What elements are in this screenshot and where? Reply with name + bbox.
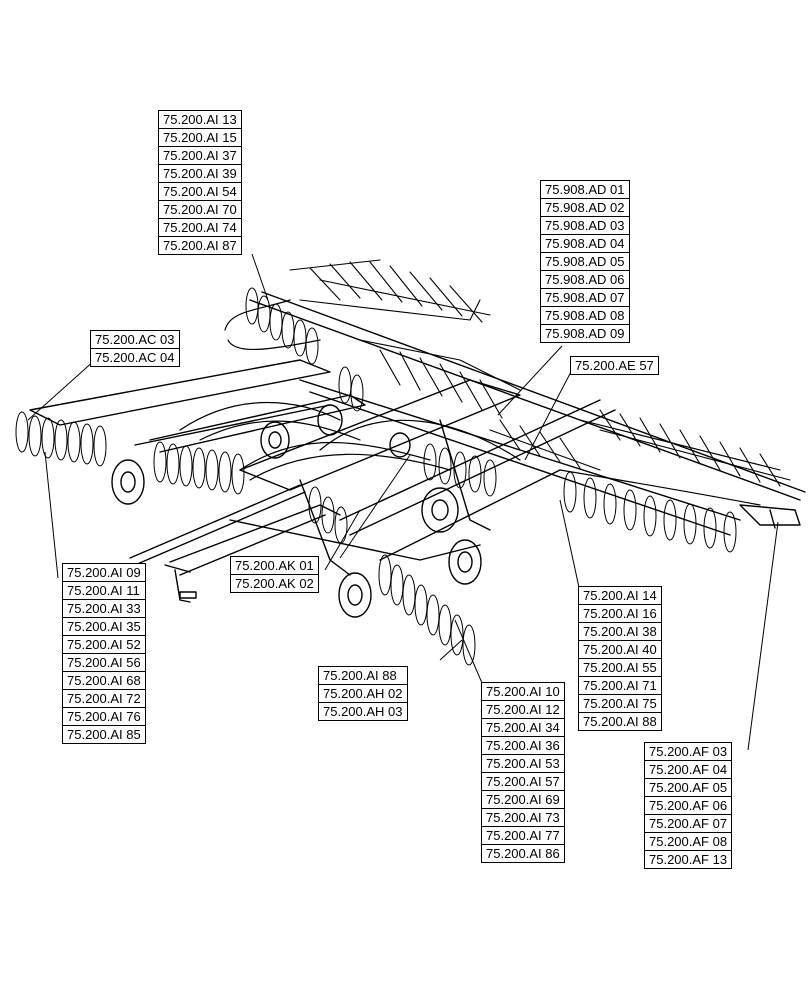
part-reference-label[interactable]: 75.200.AF 06 xyxy=(645,796,732,814)
part-reference-label[interactable]: 75.200.AI 72 xyxy=(63,689,145,707)
rear-harrow-sections xyxy=(289,259,791,487)
part-reference-label[interactable]: 75.908.AD 09 xyxy=(541,324,629,342)
part-reference-label[interactable]: 75.200.AI 39 xyxy=(159,164,241,182)
part-reference-label[interactable]: 75.200.AI 68 xyxy=(63,671,145,689)
upper-disc-gang xyxy=(245,287,364,412)
part-reference-label[interactable]: 75.908.AD 02 xyxy=(541,198,629,216)
part-reference-label[interactable]: 75.908.AD 08 xyxy=(541,306,629,324)
part-reference-label[interactable]: 75.200.AI 09 xyxy=(67,565,141,580)
part-reference-label[interactable]: 75.200.AI 73 xyxy=(482,808,564,826)
callout-af: 75.200.AF 03 75.200.AF 04 75.200.AF 05 7… xyxy=(644,742,733,869)
callout-ae: 75.200.AE 57 xyxy=(570,356,659,375)
hitch-tongue xyxy=(129,484,341,603)
left-disc-gang xyxy=(15,411,245,495)
part-reference-label[interactable]: 75.200.AI 53 xyxy=(482,754,564,772)
part-reference-label[interactable]: 75.200.AI 69 xyxy=(482,790,564,808)
part-reference-label[interactable]: 75.200.AF 08 xyxy=(645,832,732,850)
callout-ad: 75.908.AD 01 75.908.AD 02 75.908.AD 03 7… xyxy=(540,180,630,343)
part-reference-label[interactable]: 75.200.AI 54 xyxy=(159,182,241,200)
part-reference-label[interactable]: 75.200.AI 15 xyxy=(159,128,241,146)
front-disc-gang xyxy=(378,554,476,666)
part-reference-label[interactable]: 75.200.AK 01 xyxy=(235,558,314,573)
part-reference-label[interactable]: 75.200.AF 04 xyxy=(645,760,732,778)
callout-ah: 75.200.AI 88 75.200.AH 02 75.200.AH 03 xyxy=(318,666,408,721)
part-reference-label[interactable]: 75.200.AF 13 xyxy=(645,850,732,868)
part-reference-label[interactable]: 75.200.AI 34 xyxy=(482,718,564,736)
part-reference-label[interactable]: 75.200.AC 04 xyxy=(91,348,179,366)
part-reference-label[interactable]: 75.200.AI 88 xyxy=(323,668,397,683)
part-reference-label[interactable]: 75.200.AI 87 xyxy=(159,236,241,254)
part-reference-label[interactable]: 75.200.AI 36 xyxy=(482,736,564,754)
part-reference-label[interactable]: 75.200.AI 75 xyxy=(579,694,661,712)
part-reference-label[interactable]: 75.200.AI 40 xyxy=(579,640,661,658)
callout-ai-left: 75.200.AI 09 75.200.AI 11 75.200.AI 33 7… xyxy=(62,563,146,744)
center-disc-gang xyxy=(308,443,497,544)
part-reference-label[interactable]: 75.200.AI 56 xyxy=(63,653,145,671)
part-reference-label[interactable]: 75.200.AI 37 xyxy=(159,146,241,164)
part-reference-label[interactable]: 75.200.AI 71 xyxy=(579,676,661,694)
right-disc-gang xyxy=(563,471,737,553)
part-reference-label[interactable]: 75.200.AC 03 xyxy=(95,332,175,347)
leader-lines xyxy=(27,253,779,751)
part-reference-label[interactable]: 75.200.AI 14 xyxy=(583,588,657,603)
part-reference-label[interactable]: 75.200.AI 13 xyxy=(163,112,237,127)
part-reference-label[interactable]: 75.908.AD 05 xyxy=(541,252,629,270)
part-reference-label[interactable]: 75.908.AD 06 xyxy=(541,270,629,288)
part-reference-label[interactable]: 75.200.AH 02 xyxy=(319,684,407,702)
right-end-leveler xyxy=(739,504,801,529)
part-reference-label[interactable]: 75.908.AD 04 xyxy=(541,234,629,252)
part-reference-label[interactable]: 75.200.AI 76 xyxy=(63,707,145,725)
part-reference-label[interactable]: 75.200.AI 16 xyxy=(579,604,661,622)
part-reference-label[interactable]: 75.200.AI 88 xyxy=(579,712,661,730)
part-reference-label[interactable]: 75.200.AI 55 xyxy=(579,658,661,676)
part-reference-label[interactable]: 75.200.AI 10 xyxy=(486,684,560,699)
part-reference-label[interactable]: 75.200.AI 12 xyxy=(482,700,564,718)
callout-ai-bottom: 75.200.AI 10 75.200.AI 12 75.200.AI 34 7… xyxy=(481,682,565,863)
part-reference-label[interactable]: 75.200.AI 52 xyxy=(63,635,145,653)
part-reference-label[interactable]: 75.200.AI 77 xyxy=(482,826,564,844)
part-reference-label[interactable]: 75.200.AF 03 xyxy=(649,744,728,759)
hydraulic-hoses xyxy=(179,299,761,506)
part-reference-label[interactable]: 75.908.AD 03 xyxy=(541,216,629,234)
part-reference-label[interactable]: 75.200.AI 33 xyxy=(63,599,145,617)
part-reference-label[interactable]: 75.200.AH 03 xyxy=(319,702,407,720)
part-reference-label[interactable]: 75.200.AI 86 xyxy=(482,844,564,862)
part-reference-label[interactable]: 75.200.AI 57 xyxy=(482,772,564,790)
callout-ai-right: 75.200.AI 14 75.200.AI 16 75.200.AI 38 7… xyxy=(578,586,662,731)
part-reference-label[interactable]: 75.200.AI 38 xyxy=(579,622,661,640)
callout-ai-top: 75.200.AI 13 75.200.AI 15 75.200.AI 37 7… xyxy=(158,110,242,255)
part-reference-label[interactable]: 75.200.AI 85 xyxy=(63,725,145,743)
disc-gangs xyxy=(15,287,737,666)
part-reference-label[interactable]: 75.200.AI 11 xyxy=(63,581,145,599)
part-reference-label[interactable]: 75.200.AI 35 xyxy=(63,617,145,635)
transport-wheels xyxy=(111,404,482,618)
part-reference-label[interactable]: 75.908.AD 01 xyxy=(545,182,625,197)
part-reference-label[interactable]: 75.200.AE 57 xyxy=(575,358,654,373)
part-reference-label[interactable]: 75.200.AF 05 xyxy=(645,778,732,796)
part-reference-label[interactable]: 75.200.AI 70 xyxy=(159,200,241,218)
part-reference-label[interactable]: 75.200.AF 07 xyxy=(645,814,732,832)
callout-ac: 75.200.AC 03 75.200.AC 04 xyxy=(90,330,180,367)
part-reference-label[interactable]: 75.200.AI 74 xyxy=(159,218,241,236)
part-reference-label[interactable]: 75.908.AD 07 xyxy=(541,288,629,306)
part-reference-label[interactable]: 75.200.AK 02 xyxy=(231,574,318,592)
callout-ak: 75.200.AK 01 75.200.AK 02 xyxy=(230,556,319,593)
